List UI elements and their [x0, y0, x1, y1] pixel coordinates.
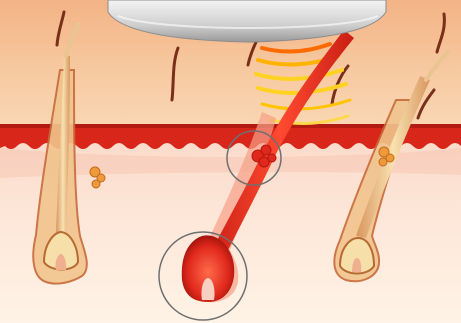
hair-removal-diagram [0, 0, 461, 323]
diagram-canvas [0, 0, 461, 323]
